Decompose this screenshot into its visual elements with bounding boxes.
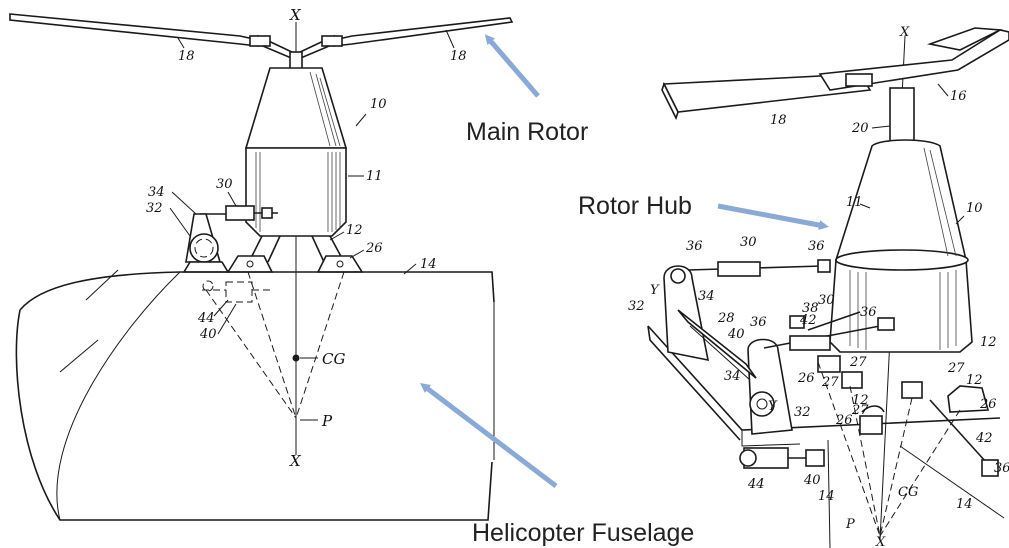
left-axis-label-bottom: X <box>289 452 302 470</box>
left-cg-point <box>292 354 300 362</box>
main-rotor-arrow <box>484 34 540 98</box>
left-ref-32: 32 <box>146 201 163 216</box>
right-ref-40a: 40 <box>727 327 745 342</box>
right-fuselage <box>827 439 1005 548</box>
right-mount-blocks <box>817 355 990 435</box>
left-ref-14: 14 <box>420 257 437 272</box>
right-upper-actuator <box>687 259 831 277</box>
fuselage-arrow <box>420 382 558 488</box>
right-ref-18: 18 <box>770 113 787 128</box>
right-ref-16: 16 <box>950 89 967 104</box>
left-pivot-label: P <box>321 412 333 430</box>
right-ref-40b: 40 <box>803 473 821 488</box>
right-axis-label-bottom: X <box>875 535 886 548</box>
right-cg-lines <box>817 361 961 537</box>
right-ref-36a: 36 <box>686 239 703 254</box>
left-rotor-hub <box>244 67 348 237</box>
right-ref-12b: 12 <box>966 373 983 388</box>
right-ref-27a: 27 <box>821 375 839 390</box>
right-ref-10: 10 <box>966 201 983 216</box>
right-ref-30b: 30 <box>818 293 835 308</box>
left-actuator <box>185 205 278 263</box>
left-cg-lines <box>205 271 345 419</box>
left-figure: X X 18 18 <box>9 6 514 521</box>
right-ref-26c: 26 <box>979 397 997 412</box>
right-ref-36e: 36 <box>994 461 1009 476</box>
right-pivot-label: P <box>845 517 855 532</box>
right-ref-11: 11 <box>846 195 863 210</box>
right-bottom-actuator <box>739 447 825 469</box>
right-figure: X X 18 16 20 <box>628 25 1009 548</box>
right-main-rotor <box>661 27 1009 121</box>
fuselage-label: Helicopter Fuselage <box>472 519 694 547</box>
right-ref-44: 44 <box>747 477 765 492</box>
left-ref-10: 10 <box>370 97 387 112</box>
right-ref-36c: 36 <box>860 305 877 320</box>
left-main-rotor <box>9 13 514 61</box>
left-ref-44: 44 <box>197 311 215 326</box>
left-internal-actuator <box>202 280 270 303</box>
right-ref-38: 38 <box>802 301 819 316</box>
right-ref-27d: 27 <box>851 403 869 418</box>
right-ref-42a: 42 <box>799 313 817 328</box>
right-ref-42b: 42 <box>975 431 993 446</box>
left-ref-18a: 18 <box>178 49 195 64</box>
left-axis-label-top: X <box>289 6 302 24</box>
right-ref-12a: 12 <box>980 335 997 350</box>
right-ref-20: 20 <box>851 121 869 136</box>
left-ref-34: 34 <box>148 185 165 200</box>
left-ref-12: 12 <box>346 223 363 238</box>
right-ref-36b: 36 <box>808 239 825 254</box>
rotor-hub-arrow <box>717 203 829 230</box>
left-fuselage <box>15 269 495 521</box>
right-ref-27c: 27 <box>947 361 965 376</box>
left-cg-label: CG <box>322 350 345 368</box>
right-platform <box>647 325 1001 447</box>
left-ref-11: 11 <box>366 169 383 184</box>
right-ref-14a: 14 <box>818 489 835 504</box>
right-ref-26a: 26 <box>797 371 815 386</box>
right-ref-30a: 30 <box>740 235 757 250</box>
right-axis-label-top: X <box>899 25 910 40</box>
right-lower-actuator <box>763 311 895 351</box>
right-ref-27b: 27 <box>849 355 867 370</box>
left-ref-18b: 18 <box>450 49 467 64</box>
right-y-label-b: Y <box>768 399 778 414</box>
rotor-hub-label: Rotor Hub <box>578 192 692 220</box>
right-ref-36d: 36 <box>750 315 767 330</box>
right-ref-32a: 32 <box>628 299 645 314</box>
right-ref-14b: 14 <box>956 497 973 512</box>
right-rotor-hub <box>829 139 973 353</box>
right-ref-34b: 34 <box>724 369 741 384</box>
right-rod <box>929 399 999 477</box>
right-ref-34a: 34 <box>698 289 715 304</box>
right-ref-32b: 32 <box>794 405 811 420</box>
callout-arrows <box>420 34 829 488</box>
right-ref-26b: 26 <box>835 413 853 428</box>
right-ref-28: 28 <box>717 311 735 326</box>
left-ref-40: 40 <box>199 327 217 342</box>
main-rotor-label: Main Rotor <box>466 118 588 146</box>
right-cg-label: CG <box>898 485 918 500</box>
right-support-frames <box>663 265 793 435</box>
right-y-label-a: Y <box>650 283 660 298</box>
right-ref-12c: 12 <box>852 393 869 408</box>
left-ref-26: 26 <box>365 241 383 256</box>
right-mast <box>889 87 915 149</box>
left-ref-30: 30 <box>216 177 233 192</box>
